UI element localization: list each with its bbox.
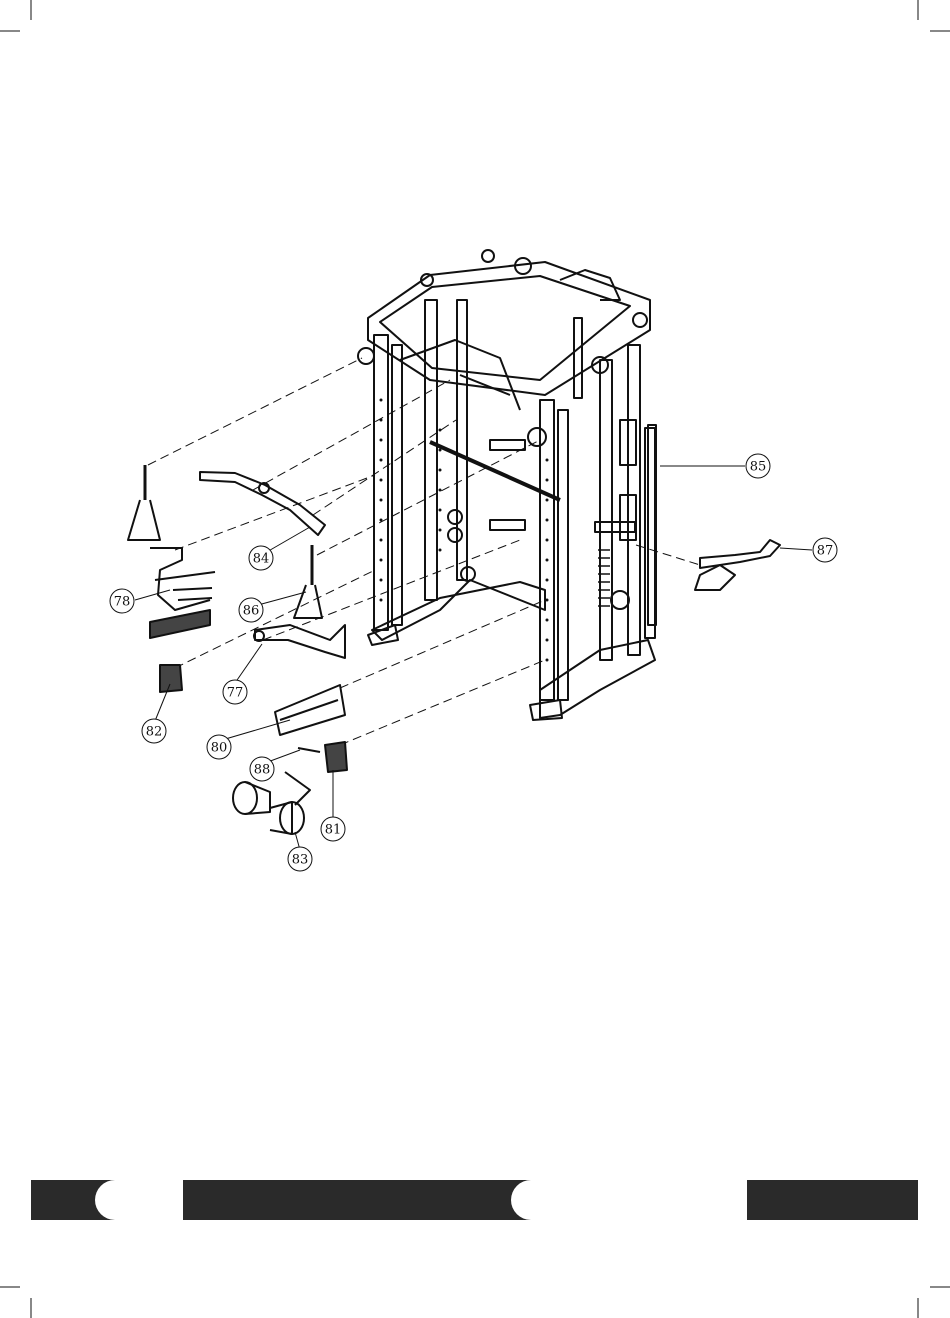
part-77-arm: [255, 625, 345, 658]
parts: [128, 425, 780, 834]
part-78-group: [128, 465, 215, 638]
callout-label: 78: [114, 595, 131, 610]
callout-label: 82: [146, 725, 163, 740]
callout-label: 81: [325, 823, 342, 838]
callout-label: 87: [817, 544, 834, 559]
callout-82: 82: [142, 719, 166, 743]
callout-78: 78: [110, 589, 134, 613]
callout-label: 88: [254, 763, 271, 778]
footer-bar: [31, 1180, 918, 1220]
callout-88: 88: [250, 757, 274, 781]
callouts: 78 84 86 77 82 80 88 81: [110, 454, 837, 871]
callout-85: 85: [746, 454, 770, 478]
part-83-roller: [233, 772, 310, 834]
callout-label: 86: [243, 604, 260, 619]
callout-label: 85: [750, 460, 767, 475]
callout-80: 80: [207, 735, 231, 759]
callout-label: 84: [253, 552, 270, 567]
rack-frame: [358, 250, 655, 720]
callout-label: 83: [292, 853, 309, 868]
part-88-pin: [298, 748, 320, 752]
callout-83: 83: [288, 847, 312, 871]
part-81-bracket: [325, 742, 347, 772]
callout-84: 84: [249, 546, 273, 570]
part-87-tbar: [700, 540, 780, 568]
callout-87: 87: [813, 538, 837, 562]
part-84-lat-bar: [200, 472, 325, 535]
part-86-handle: [294, 545, 322, 618]
callout-77: 77: [223, 680, 247, 704]
callout-leaders: [135, 466, 812, 850]
part-82-bracket: [160, 665, 182, 692]
callout-label: 77: [227, 686, 244, 701]
footer-pill-right: [511, 1180, 747, 1220]
callout-label: 80: [211, 741, 228, 756]
callout-86: 86: [239, 598, 263, 622]
callout-81: 81: [321, 817, 345, 841]
